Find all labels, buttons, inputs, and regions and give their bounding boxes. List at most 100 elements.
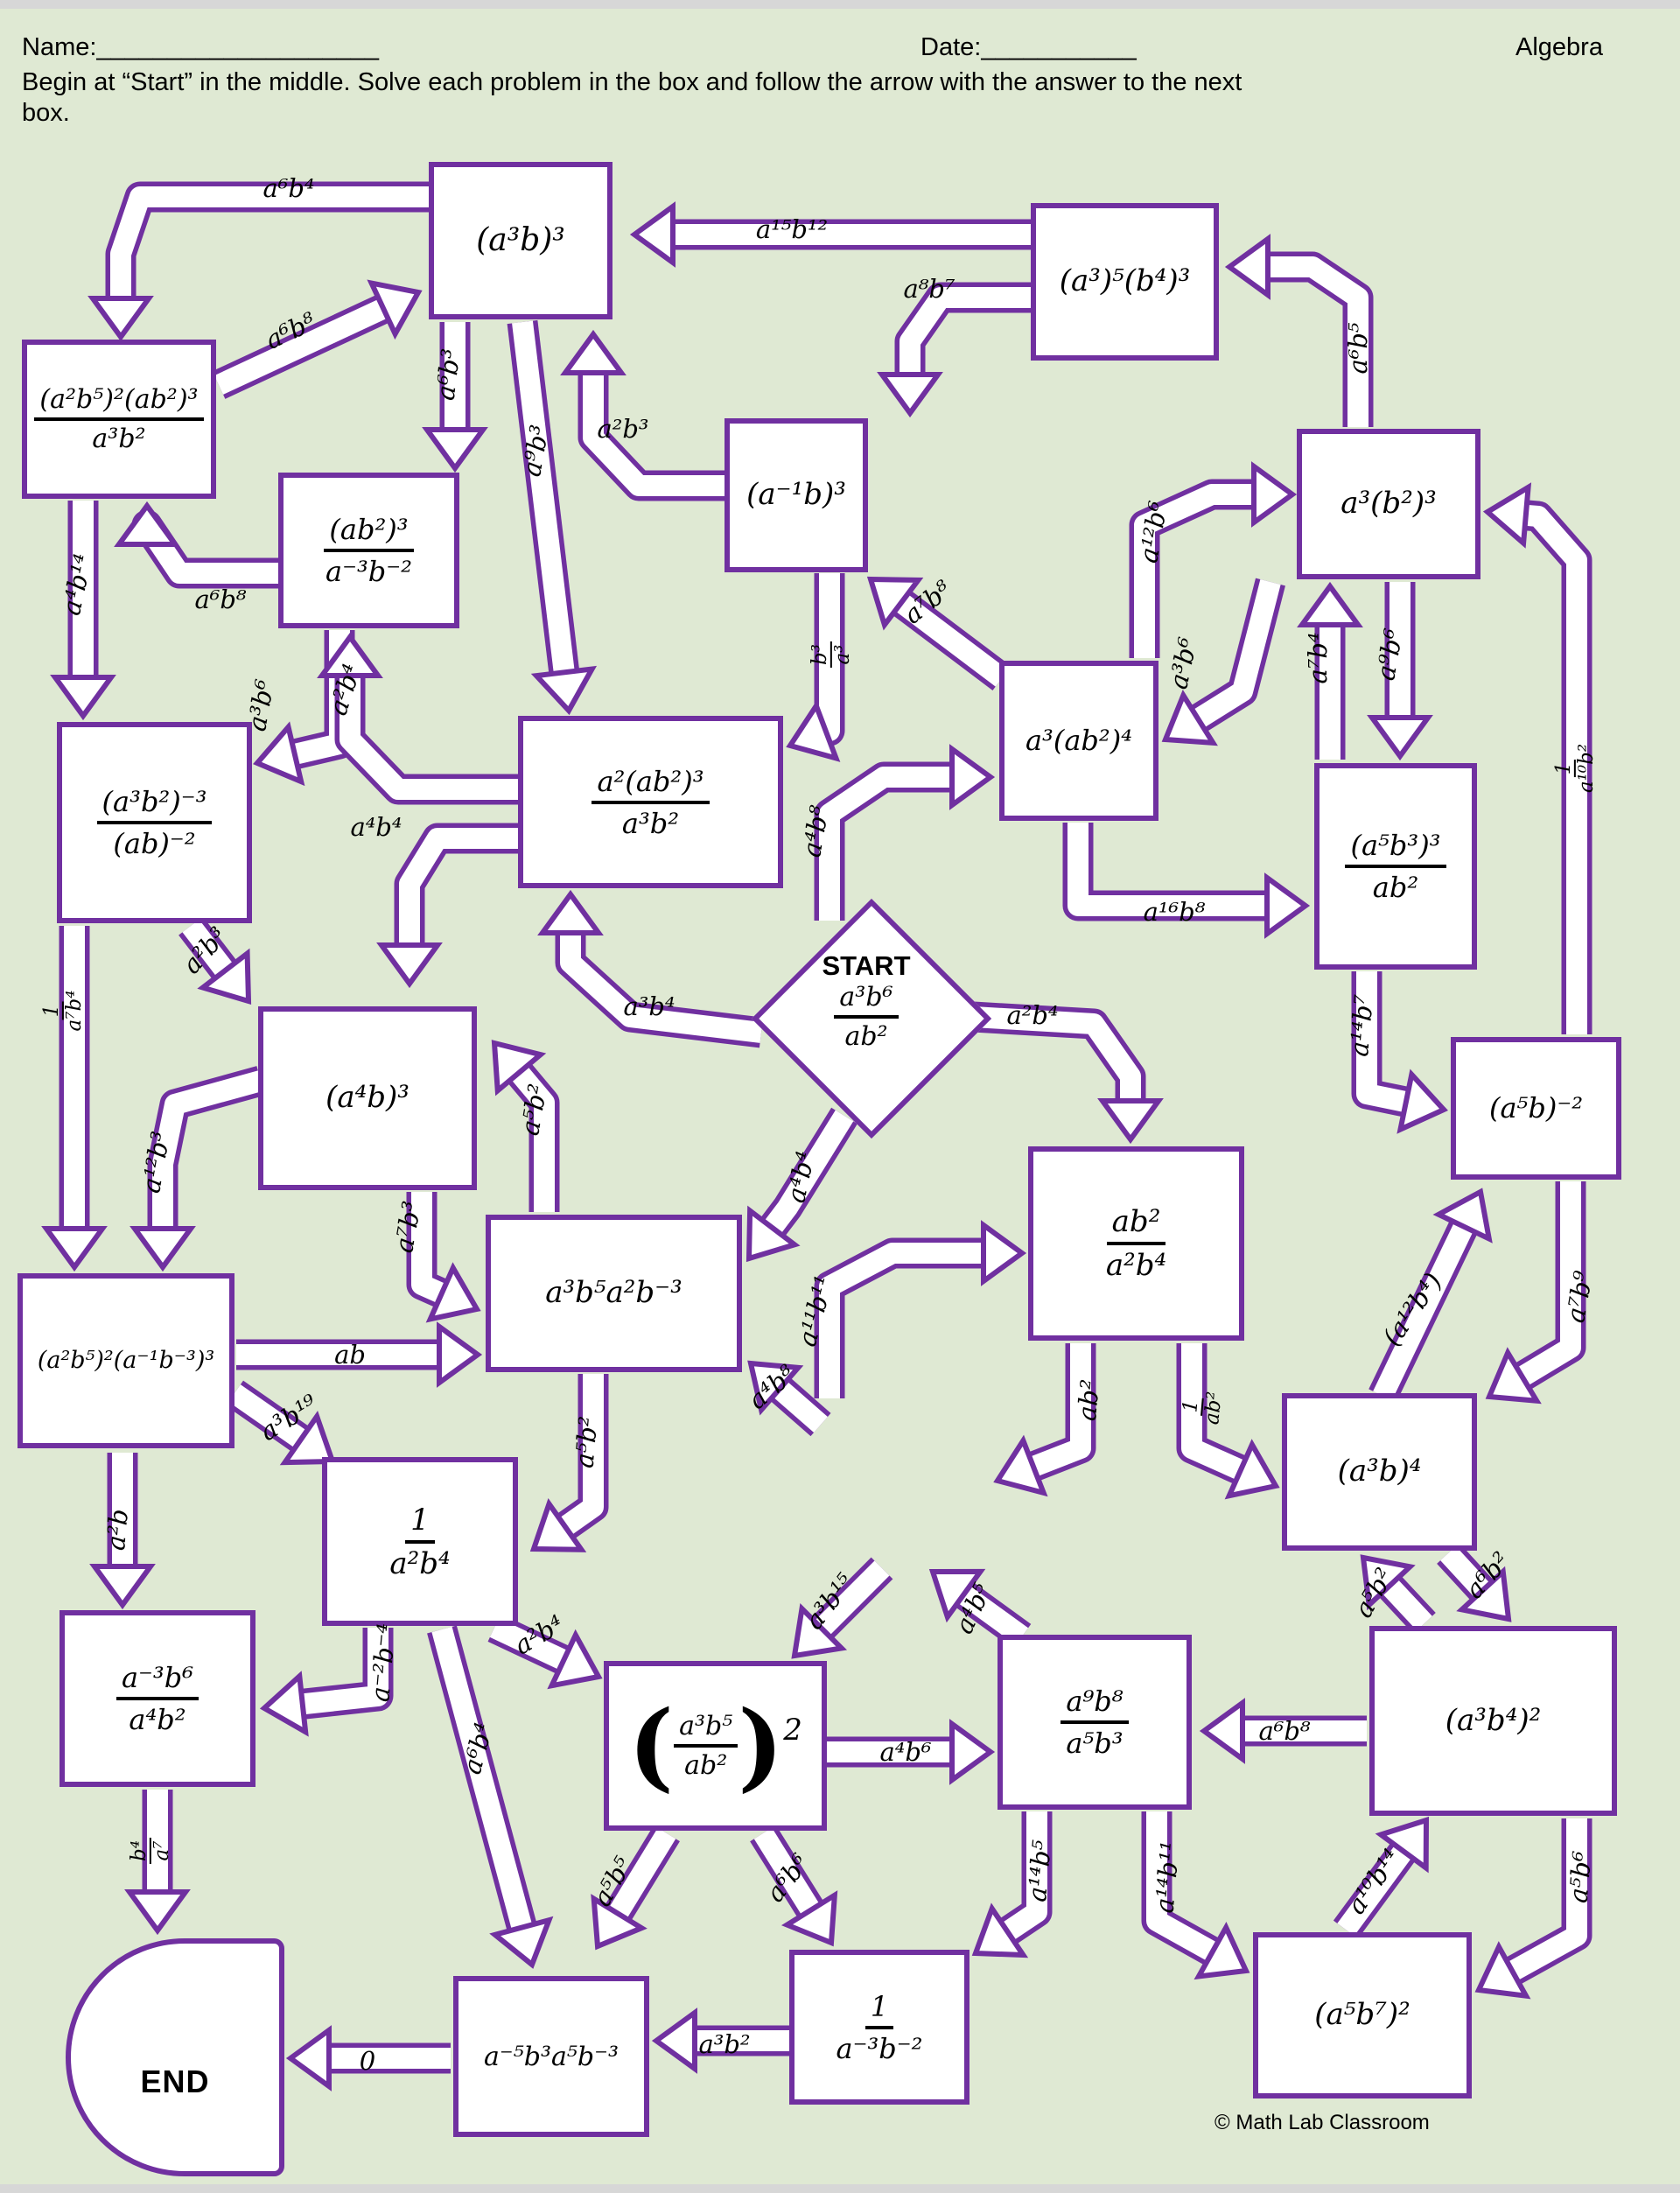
fraction-numerator: 1 <box>864 1990 894 2029</box>
answer-label-46: a¹⁴b⁵ <box>1021 1839 1058 1903</box>
maze-arrow-53 <box>285 2025 451 2091</box>
answer-label-1: a¹⁵b¹² <box>755 214 829 244</box>
maze-arrow-12 <box>1129 461 1298 658</box>
answer-fraction-denominator: a⁷b⁴ <box>63 990 86 1032</box>
problem-expression: a³(b²)³ <box>1340 486 1437 522</box>
answer-label-34: ab² <box>1071 1377 1106 1423</box>
maze-arrow-50 <box>259 1628 394 1737</box>
maze-arrow-25 <box>406 1192 481 1323</box>
fraction-denominator: a³b² <box>92 424 146 454</box>
answer-label-53: 0 <box>359 2046 376 2076</box>
name-field-label: Name:____________________ <box>22 33 379 61</box>
maze-arrow-40 <box>791 1557 893 1659</box>
answer-label-58: a¹⁴b⁷ <box>1343 993 1380 1058</box>
answer-fraction-denominator: a⁷ <box>150 1840 173 1861</box>
maze-arrow-24 <box>491 1040 560 1212</box>
maze-arrow-58 <box>1351 971 1448 1134</box>
problem-box-a2b5-2-a-1b-3-3: (a²b⁵)²(a⁻¹b⁻³)³ <box>18 1273 234 1448</box>
answer-label-43: a⁶b⁸ <box>1258 1716 1311 1746</box>
answer-fraction-numerator: b³ <box>808 641 832 668</box>
fraction-denominator: ab² <box>1372 871 1419 904</box>
maze-arrow-29 <box>236 1321 483 1388</box>
maze-arrow-57 <box>1062 823 1311 939</box>
problem-box-a3b-cubed: (a³b)³ <box>429 162 612 319</box>
maze-arrow-47 <box>1141 1811 1250 1980</box>
maze-arrow-49 <box>1474 1818 1592 2000</box>
problem-box-a3-ab2-4: a³(ab²)⁴ <box>999 661 1158 821</box>
maze-arrow-36 <box>1368 1188 1493 1403</box>
maze-arrow-0 <box>88 181 430 342</box>
problem-box-a5b7-squared: (a⁵b⁷)² <box>1253 1932 1472 2098</box>
fraction-denominator: a⁵b³ <box>1066 1727 1124 1760</box>
answer-label-22: a²b⁴ <box>1006 1000 1059 1030</box>
start-fraction-denominator: ab² <box>844 1021 888 1052</box>
maze-arrow-5 <box>422 322 488 473</box>
fraction-denominator: a⁻³b⁻² <box>326 555 412 588</box>
fraction-numerator: a²(ab²)³ <box>592 765 710 804</box>
problem-expression: (a⁻¹b)³ <box>746 477 846 513</box>
answer-label-9: a⁶b⁸ <box>194 585 247 614</box>
maze-arrow-15 <box>317 632 518 805</box>
answer-label-0: a⁶b⁴ <box>262 173 315 203</box>
maze-arrow-3 <box>877 282 1031 418</box>
top-gray-bar <box>0 0 1680 9</box>
answer-fraction-numerator: b⁴ <box>128 1838 151 1864</box>
fraction-denominator: a²b⁴ <box>389 1545 451 1581</box>
maze-arrow-55 <box>591 1825 680 1951</box>
maze-arrow-41 <box>928 1568 1032 1650</box>
answer-label-17: a⁷b⁴ <box>1303 632 1333 684</box>
answer-label-4: a⁶b⁵ <box>1343 322 1373 375</box>
answer-fraction-denominator: a¹⁰b² <box>1575 743 1598 794</box>
maze-arrow-18 <box>1367 582 1433 761</box>
answer-fraction-denominator: a³ <box>831 644 854 665</box>
fraction-denominator: a⁻³b⁻² <box>836 2031 923 2065</box>
maze-arrow-30 <box>225 1380 337 1466</box>
maze-arrow-10 <box>786 573 845 762</box>
answer-label-29: ab <box>334 1340 366 1370</box>
problem-box-a3-5-b4-3: (a³)⁵(b⁴)³ <box>1031 203 1219 361</box>
problem-expression: (a³b)⁴ <box>1337 1454 1422 1489</box>
maze-arrow-28 <box>178 916 252 1005</box>
maze-arrow-43 <box>1199 1698 1367 1764</box>
answer-label-31: a²b <box>100 1507 135 1552</box>
problem-expression: a³b⁵a²b⁻³ <box>545 1275 682 1311</box>
problem-expression: (a⁵b⁷)² <box>1314 1997 1410 2033</box>
problem-expression: (a⁴b)³ <box>326 1080 410 1116</box>
maze-arrow-39 <box>487 1614 603 1690</box>
instructions-line1: Begin at “Start” in the middle. Solve ea… <box>22 68 1242 96</box>
problem-expression: a⁻⁵b³a⁵b⁻³ <box>484 2041 619 2072</box>
problem-expression: (a³)⁵(b⁴)³ <box>1059 263 1191 299</box>
maze-arrow-51 <box>427 1625 554 1969</box>
maze-arrow-37 <box>1485 1181 1586 1405</box>
answer-label-57: a¹⁶b⁸ <box>1143 897 1206 927</box>
answer-label-5: a⁶b³ <box>430 347 466 403</box>
problem-expression: a³(ab²)⁴ <box>1025 723 1133 757</box>
maze-arrow-46 <box>971 1811 1053 1958</box>
fraction-numerator: (a⁵b³)³ <box>1345 829 1446 868</box>
fraction-denominator: a³b² <box>621 806 680 840</box>
answer-label-19: a⁴b⁴ <box>350 812 402 842</box>
problem-expression: (a²b⁵)²(a⁻¹b⁻³)³ <box>37 1347 215 1375</box>
problem-expression: (a³b)³ <box>476 222 565 259</box>
maze-arrow-54 <box>651 2007 789 2074</box>
maze-arrow-38 <box>529 1374 609 1552</box>
date-field-label: Date:___________ <box>920 33 1137 61</box>
fraction-denominator: a²b⁴ <box>1105 1248 1167 1283</box>
maze-arrow-52 <box>124 1790 191 1936</box>
maze-arrow-27 <box>41 926 108 1272</box>
credit-text: © Math Lab Classroom <box>1214 2111 1430 2134</box>
maze-arrow-33 <box>747 1360 831 1437</box>
answer-fraction-numerator: 1 <box>1179 1396 1204 1417</box>
maze-arrow-31 <box>89 1453 156 1610</box>
maze-arrow-56 <box>750 1825 838 1947</box>
